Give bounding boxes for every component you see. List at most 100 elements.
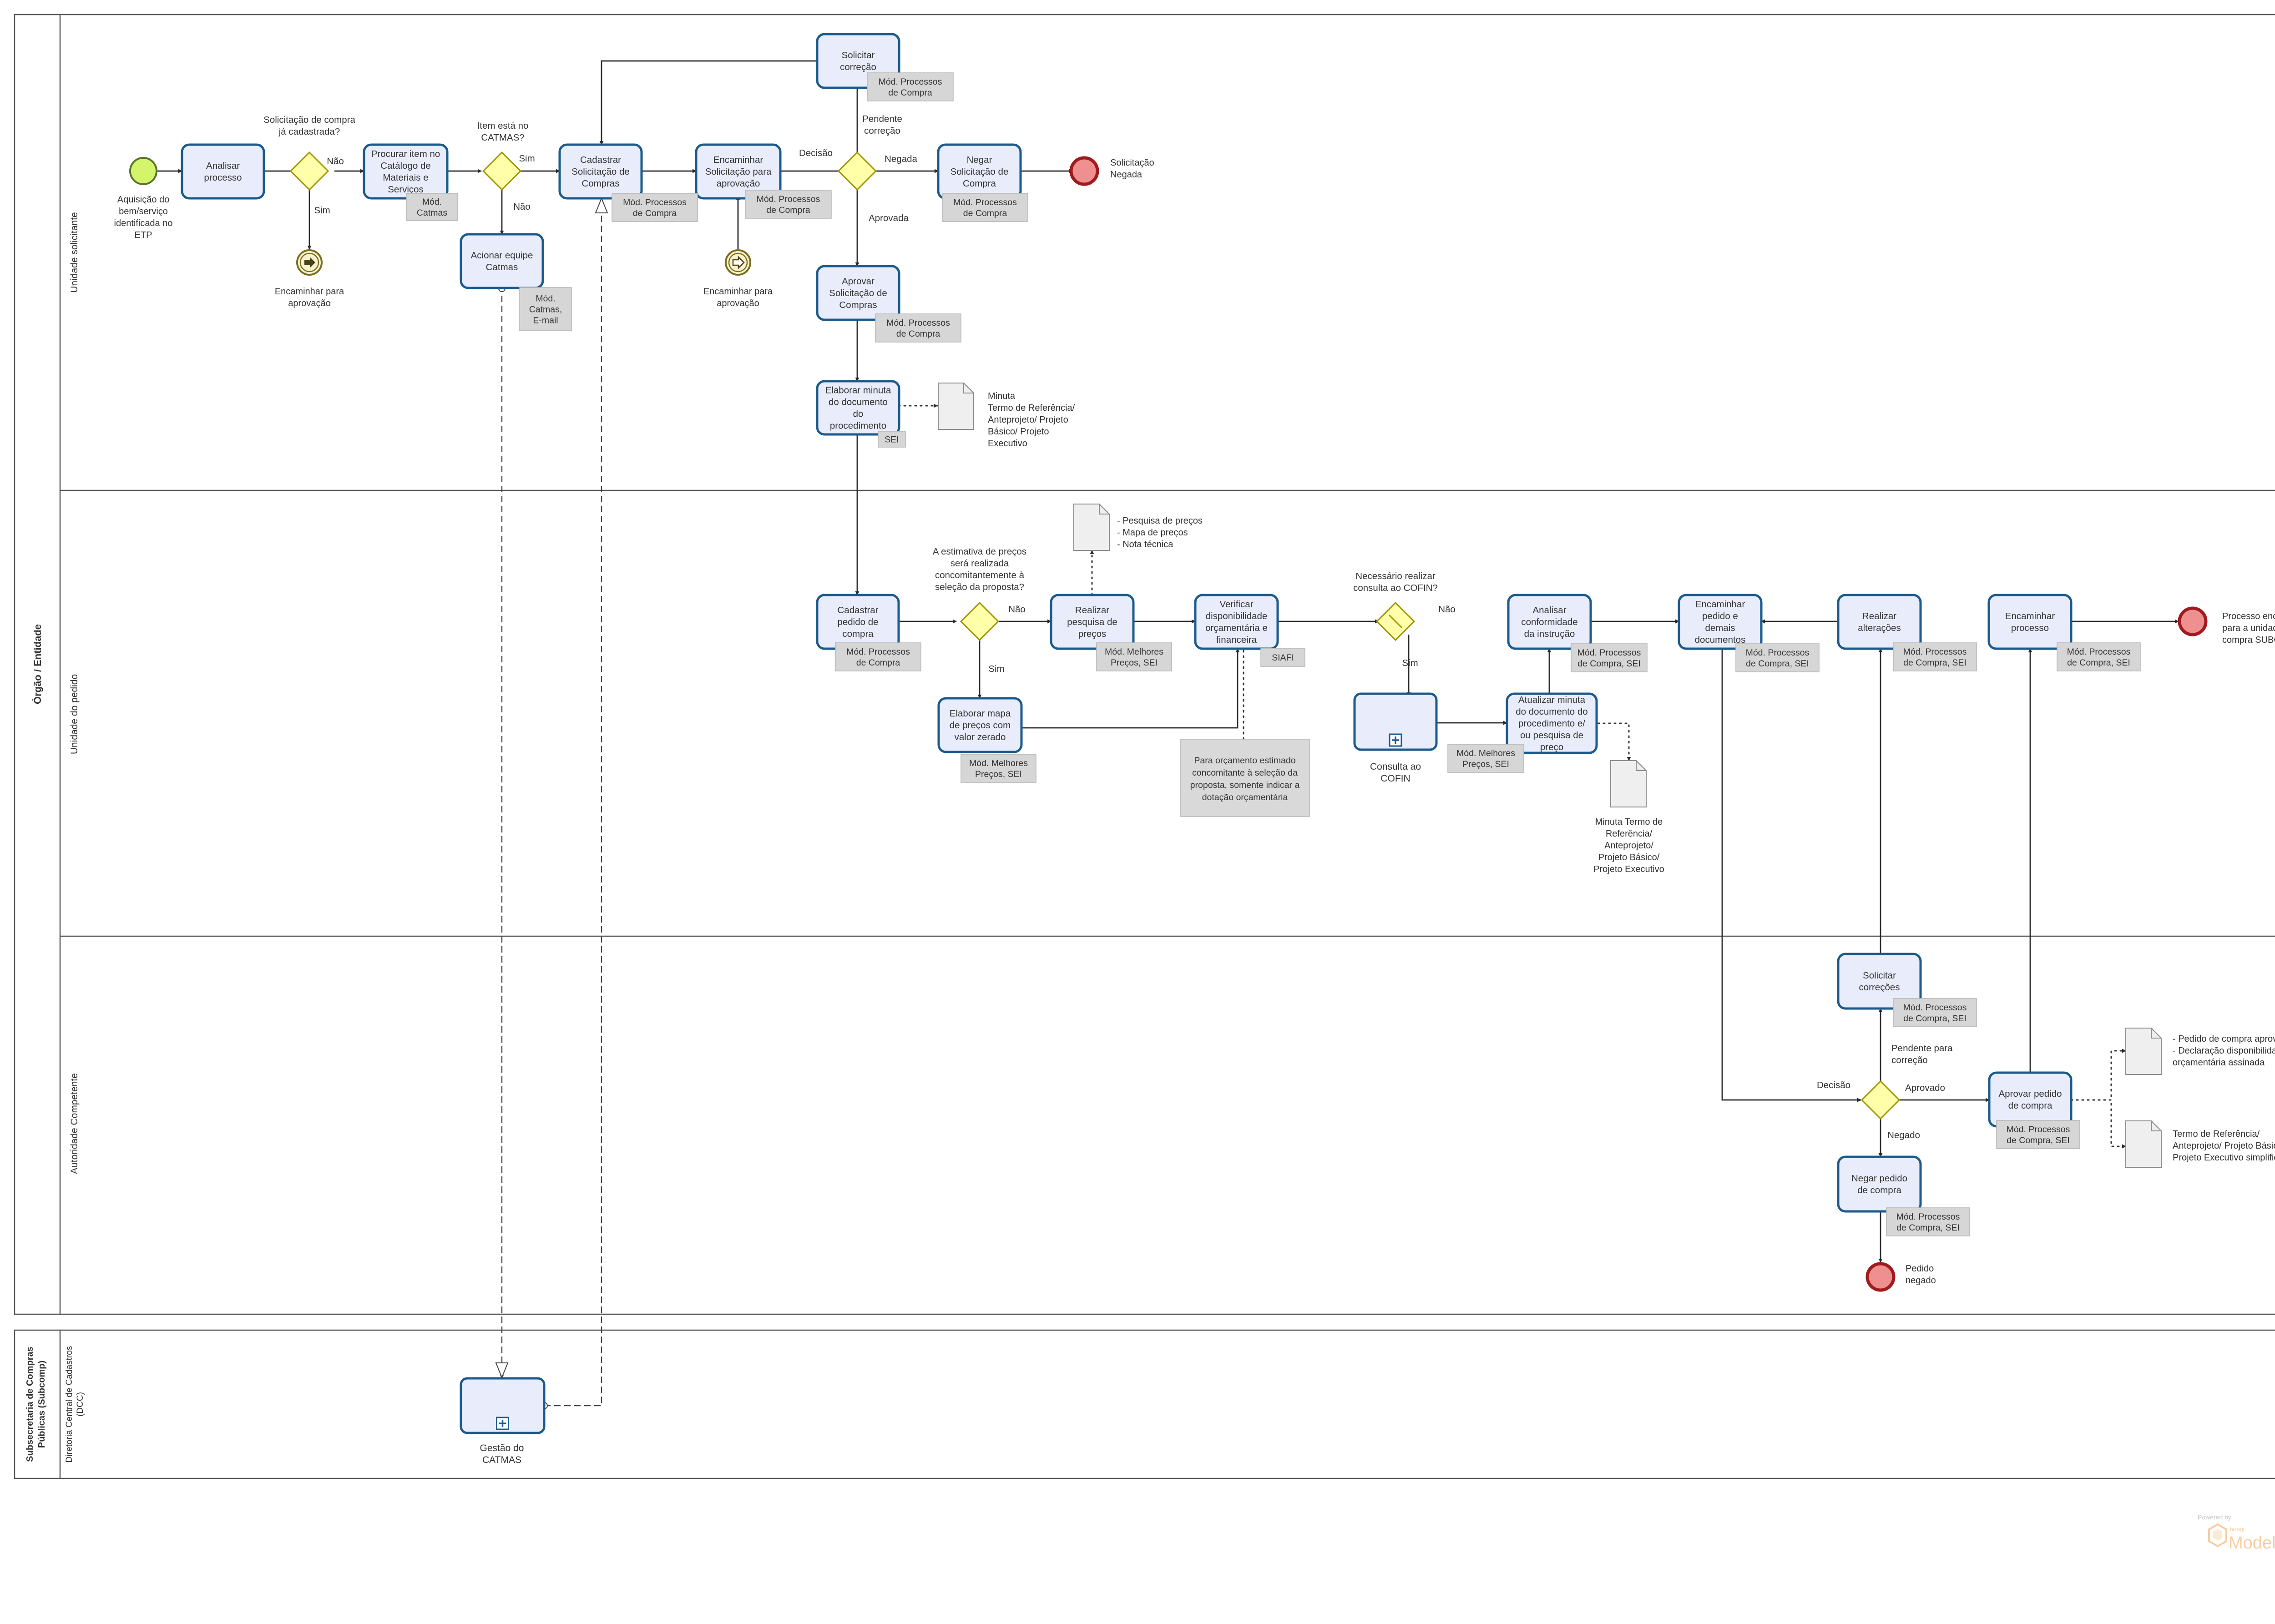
annotation-box [1447,744,1524,773]
lane-autoridade-label: Autoridade Competente [69,1073,80,1174]
annotation-box [1096,642,1172,671]
task-box[interactable] [1837,1155,1922,1213]
task-label-line: Negar [967,155,992,165]
annotation-text-line: Mód. [536,294,555,304]
flow-label-line: Pendente [862,114,902,124]
task-box[interactable] [816,265,900,321]
task-label-line: Encaminhar [1695,599,1745,610]
task-box[interactable] [1194,594,1279,650]
task-box[interactable] [1988,1071,2073,1128]
end-event-label-line: para a unidade de [2222,623,2275,633]
end-event-label-line: compra SUBCOMP [2222,635,2275,645]
task-box[interactable] [1837,594,1922,650]
pools-and-lanes [14,14,2275,1479]
task-label-line: Catálogo de [380,161,431,171]
gateway-label-line: CATMAS? [481,132,524,143]
task-label-line: Analisar [1532,605,1566,615]
document-label-line: Projeto Executivo simplificado [2173,1153,2275,1163]
task-box[interactable] [1678,594,1763,650]
task-box[interactable] [1506,692,1598,754]
note-text-line: Para orçamento estimado [1194,756,1295,766]
flow-label-line: Sim [988,664,1004,674]
annotation-text-line: de Compra [856,658,900,668]
annotation-text-line: de Compra, SEI [1896,1223,1960,1233]
gateway-decisao-solicitacao [837,151,877,191]
end-event-label-line: Negada [1110,170,1143,180]
annotation-a1: Mód.Catmas [406,193,458,221]
task-box[interactable] [1837,953,1922,1010]
sequence-flow [1721,649,1861,1102]
intermediate-event-ring [728,252,748,272]
annotation-text-line: Mód. Processos [886,318,950,328]
task-label-line: alterações [1858,623,1901,633]
subprocess-catmas[interactable] [460,1377,546,1434]
task-label-line: Compras [581,178,619,189]
task-box[interactable] [181,143,265,200]
annotation-text-line: Mód. Processos [2067,647,2131,657]
document-label-line: orçamentária assinada [2173,1058,2265,1068]
subprocess-box[interactable] [1353,692,1438,751]
subprocess-cofin[interactable] [1353,692,1438,751]
task-box[interactable] [695,143,782,200]
document-fold [2151,1028,2161,1039]
document-fold [1636,761,1646,771]
flow-label-line: correção [864,126,900,136]
start-event-label-line: Aquisição do [117,195,170,205]
expand-plus-icon[interactable] [1389,733,1402,747]
annotation-a8: SEI [878,431,906,448]
document-fold [963,383,974,393]
gateway-solicitacao-cadastrada [289,151,329,191]
link-event-label-line: aprovação [717,298,759,308]
sequence-flow [599,60,818,145]
annotation-text-line: Mód. Processos [846,647,910,657]
task-box[interactable] [558,143,643,200]
task-box[interactable] [1050,594,1135,650]
subprocess-box[interactable] [460,1377,546,1434]
task-label-line: de compra [2008,1100,2053,1111]
subprocess-label-line: Gestão do [480,1443,524,1453]
note-box [1180,739,1310,817]
gateway-x-icon [1388,614,1403,629]
bizagi-watermark: Powered by bizagi Modeler [2198,1513,2275,1553]
annotation-box [612,193,698,222]
annotation-a12: SIAFI [1260,648,1305,667]
task-box[interactable] [1507,594,1592,650]
task-label-line: Aprovar pedido [1998,1089,2062,1099]
annotation-text-line: de Compra [888,88,932,98]
task-label-line: Compra [963,178,996,189]
task-box[interactable] [937,697,1023,753]
task-box[interactable] [816,380,900,436]
link-arrow-icon [732,255,745,270]
gateway-label-line: A estimativa de preços [933,546,1026,557]
task-label-line: Acionar equipe [471,250,533,261]
document-icon [938,383,974,430]
task-box[interactable] [460,233,544,289]
task-box[interactable] [363,143,449,200]
task-box[interactable] [1987,594,2073,650]
